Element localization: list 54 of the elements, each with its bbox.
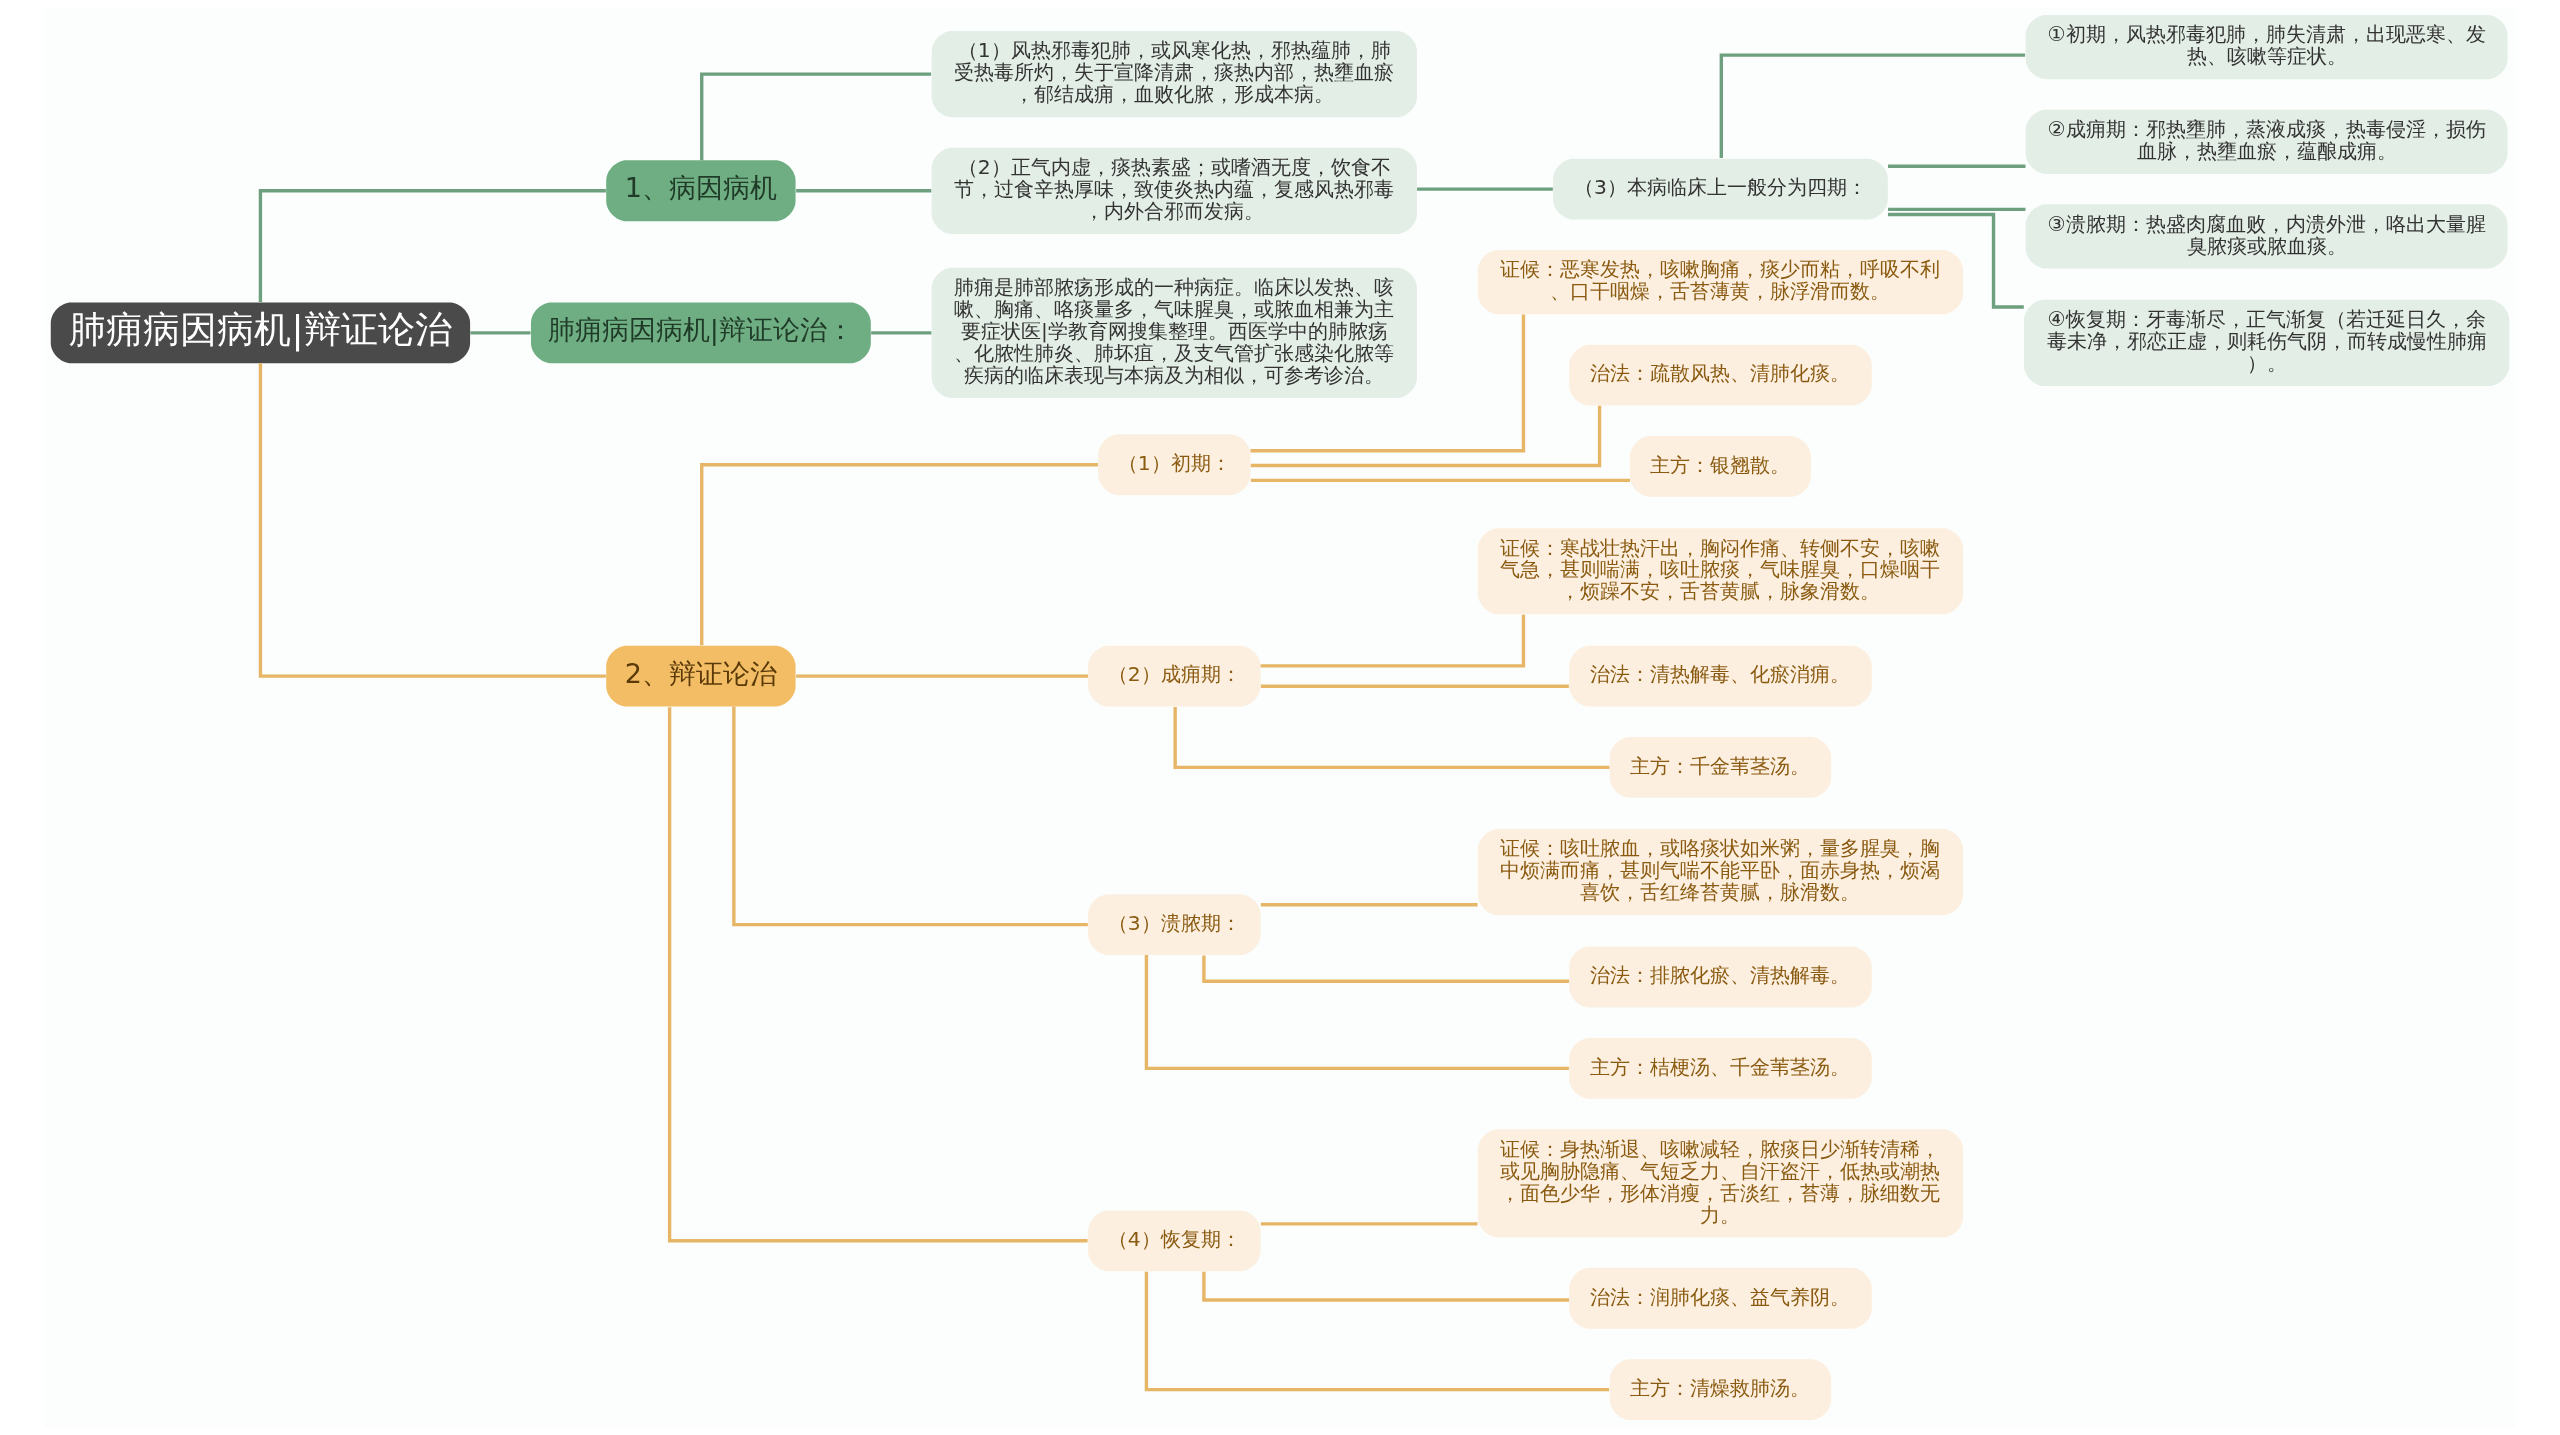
node-box: 肺痈病因病机|辩证论治 <box>50 302 471 364</box>
node-box: 证候：恶寒发热，咳嗽胸痛，痰少而粘，呼吸不利、口干咽燥，舌苔薄黄，脉浮滑而数。 <box>1477 250 1964 315</box>
connector <box>700 463 1098 646</box>
node-box: 治法：润肺化痰、益气养阴。 <box>1569 1267 1872 1329</box>
node-box: 主方：千金苇茎汤。 <box>1609 736 1832 798</box>
connector <box>1202 955 1569 983</box>
node-box: 证候：咳吐脓血，或咯痰状如米粥，量多腥臭，胸中烦满而痛，甚则气喘不能平卧，面赤身热，烦渴喜饮，舌红绛苔黄腻，脉滑数。 <box>1477 829 1964 916</box>
node-box: 主方：清燥救肺汤。 <box>1609 1359 1832 1421</box>
connector <box>1260 684 1569 688</box>
connector <box>732 706 1088 927</box>
node-box: ②成痈期：邪热壅肺，蒸液成痰，热毒侵淫，损伤血脉，热壅血瘀，蕴酿成痈。 <box>2025 109 2508 174</box>
node-box: （3）溃脓期： <box>1088 894 1261 956</box>
connector <box>1144 1271 1610 1392</box>
connector <box>1250 405 1602 468</box>
node-box: （1）初期： <box>1098 434 1251 496</box>
node-box: ①初期，风热邪毒犯肺，肺失清肃，出现恶寒、发热、咳嗽等症状。 <box>2025 14 2508 80</box>
node-box: （3）本病临床上一般分为四期： <box>1553 158 1888 220</box>
connector <box>1719 53 2026 159</box>
connector <box>470 331 531 335</box>
connector <box>796 674 1088 678</box>
connector <box>1260 903 1478 907</box>
node-box: ③溃脓期：热盛肉腐血败，内溃外泄，咯出大量腥臭脓痰或脓血痰。 <box>2025 204 2508 269</box>
node-box: 主方：银翘散。 <box>1630 436 1811 497</box>
node-box: （4）恢复期： <box>1088 1210 1261 1272</box>
connector <box>258 189 606 302</box>
connector <box>1173 707 1610 770</box>
node-box: （1）风热邪毒犯肺，或风寒化热，邪热蕴肺，肺受热毒所灼，失于宣降清肃，痰热内部，热壅血瘀，郁结成痈，血败化脓，形成本病。 <box>931 31 1417 118</box>
connector <box>700 72 932 161</box>
node-box: 治法：排脓化瘀、清热解毒。 <box>1569 946 1872 1008</box>
node-box: 主方：桔梗汤、千金苇茎汤。 <box>1569 1037 1872 1099</box>
node-box: 1、病因病机 <box>606 160 796 222</box>
node-box: 治法：清热解毒、化瘀消痈。 <box>1569 645 1872 707</box>
connector <box>258 363 606 678</box>
connector <box>1144 955 1569 1071</box>
connector <box>1260 614 1526 668</box>
node-box: 肺痈是肺部脓疡形成的一种病症。临床以发热、咳嗽、胸痛、咯痰量多，气味腥臭，或脓血相兼为主要症状医|学教育网搜集整理。西医学中的肺脓疡、化脓性肺炎、肺坏疽，及支气管扩张感染化脓等疾病的临床表现与本病及为相似，可参考诊治。 <box>931 267 1417 398</box>
connector <box>871 331 932 335</box>
connector <box>1202 1271 1569 1302</box>
connector <box>1250 314 1526 453</box>
connector <box>667 707 1088 1243</box>
node-box: 证候：寒战壮热汗出，胸闷作痛、转侧不安，咳嗽气急，甚则喘满，咳吐脓痰，气味腥臭，口燥咽干，烦躁不安，舌苔黄腻，脉象滑数。 <box>1477 528 1964 615</box>
node-box: ④恢复期：牙毒渐尽，正气渐复（若迁延日久，余毒未净，邪恋正虚，则耗伤气阴，而转成慢性肺痈）。 <box>2023 299 2510 387</box>
node-box: 证候：身热渐退、咳嗽减轻，脓痰日少渐转清稀，或见胸胁隐痛、气短乏力、自汗盗汗，低热或潮热，面色少华，形体消瘦，舌淡红，苔薄，脉细数无力。 <box>1477 1129 1964 1238</box>
node-box: 治法：疏散风热、清肺化痰。 <box>1569 344 1872 406</box>
connector <box>1888 164 2026 168</box>
node-box: （2）正气内虚，痰热素盛；或嗜酒无度，饮食不节，过食辛热厚味，致使炎热内蕴，复感风热邪毒，内外合邪而发病。 <box>931 147 1417 234</box>
connector <box>1250 478 1630 483</box>
connector <box>796 189 932 193</box>
connector <box>1260 1222 1478 1226</box>
node-box: （2）成痈期： <box>1088 645 1261 707</box>
node-box: 2、辩证论治 <box>606 645 796 707</box>
node-box: 肺痈病因病机|辩证论治： <box>530 302 871 364</box>
connector <box>1417 187 1553 191</box>
connector <box>1888 207 2026 212</box>
